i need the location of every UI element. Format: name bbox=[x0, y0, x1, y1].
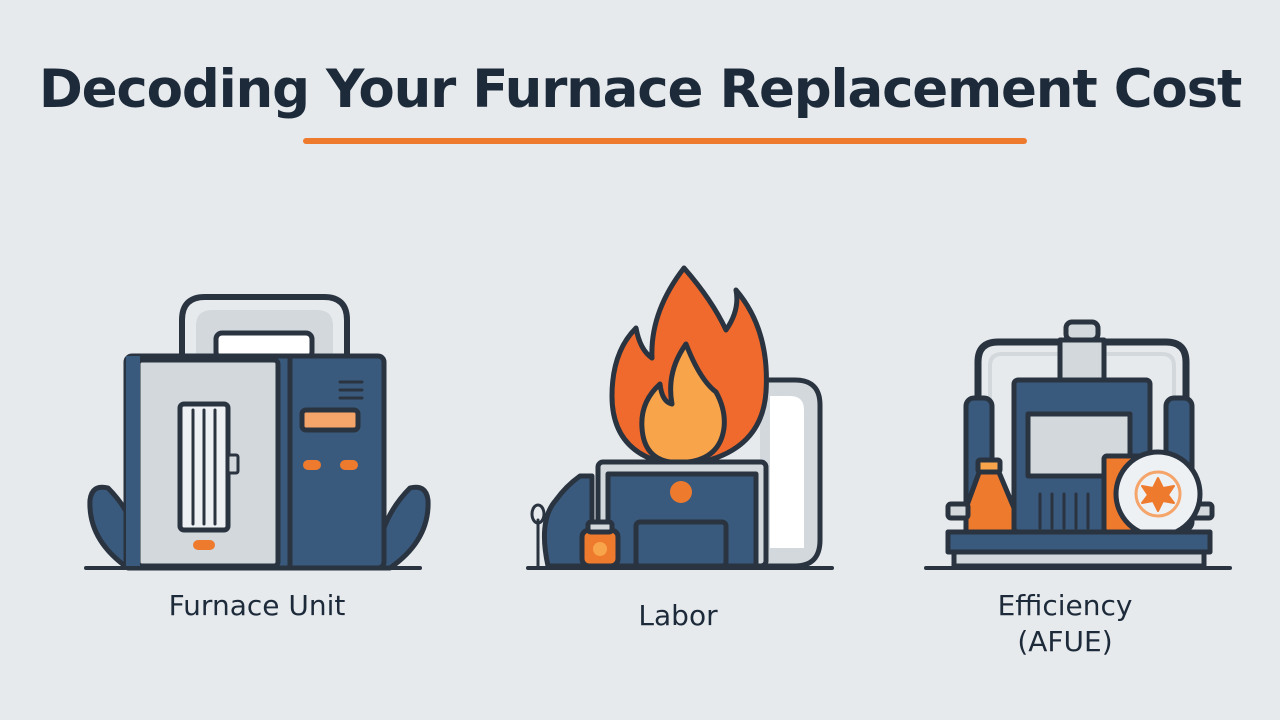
flame-burner-icon bbox=[526, 265, 834, 570]
furnace-unit-label: Furnace Unit bbox=[168, 589, 346, 622]
page-title: Decoding Your Furnace Replacement Cost bbox=[38, 59, 1242, 120]
title-underline bbox=[303, 138, 1027, 144]
efficiency-afue-label: Efficiency (AFUE) bbox=[935, 588, 1195, 660]
efficiency-machine-icon bbox=[924, 319, 1232, 570]
labor-label: Labor bbox=[638, 599, 718, 632]
furnace-unit-icon bbox=[84, 294, 431, 571]
efficiency-label-line2: (AFUE) bbox=[1017, 625, 1113, 658]
efficiency-label-line1: Efficiency bbox=[997, 589, 1133, 622]
